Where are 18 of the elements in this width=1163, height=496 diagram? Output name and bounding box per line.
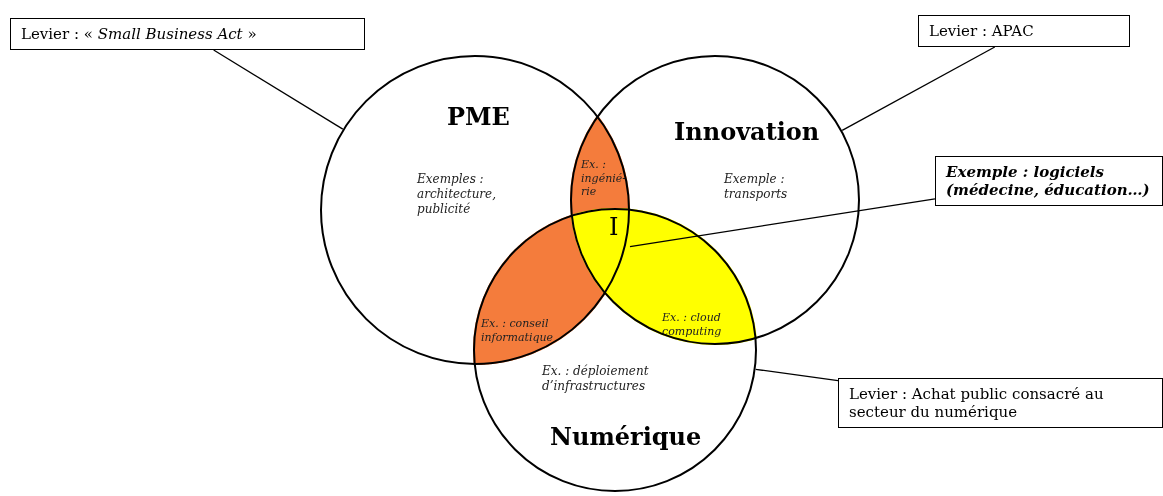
example-text: Ex. : conseil informatique [481, 317, 555, 345]
example-text: Ex. : ingénié-rie [581, 158, 623, 200]
example-text: Exemple : transports [724, 172, 789, 202]
example-text: Ex. : déploiement d’infrastructures [542, 364, 650, 394]
set-title: Numérique [550, 422, 702, 452]
example-text: Ex. : cloud computing [662, 311, 723, 339]
callout-box: Exemple : logiciels (médecine, éducation…) [935, 156, 1163, 206]
callout-box: Levier : Achat public consacré au secteur du numérique [838, 378, 1163, 428]
leader-line [213, 49, 344, 130]
leader-line [841, 46, 996, 132]
set-title: Innovation [674, 117, 820, 147]
callout-box: Levier : APAC [918, 15, 1130, 47]
example-text: Exemples : architecture, publicité [417, 172, 498, 217]
leader-line [629, 198, 936, 248]
leader-line [755, 368, 839, 382]
callout-box: Levier : « Small Business Act » [10, 18, 365, 50]
set-title: PME [447, 102, 510, 132]
region-label: I [609, 212, 619, 242]
